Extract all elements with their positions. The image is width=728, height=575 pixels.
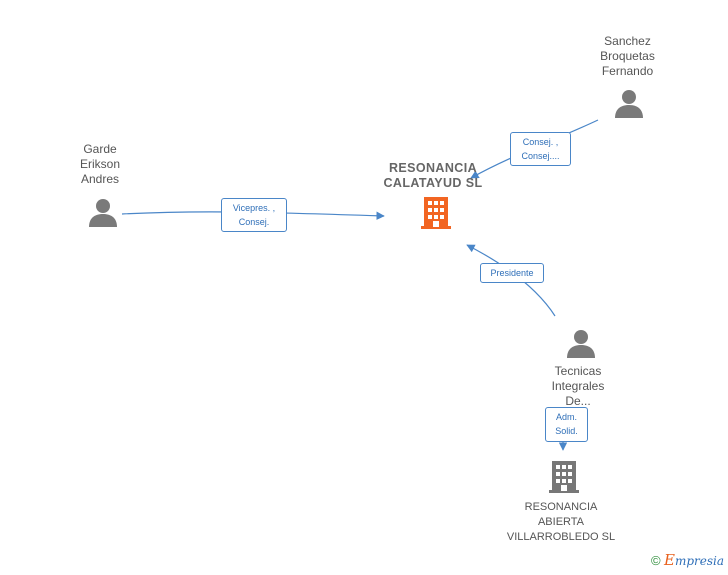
- sub-company-name-line: RESONANCIA: [524, 501, 598, 513]
- empresia-logo: © Empresia: [651, 551, 724, 569]
- edge-label-tecnicas-to-main[interactable]: Presidente: [480, 263, 544, 283]
- main-company-name-line: CALATAYUD SL: [383, 176, 483, 190]
- person-garde-name[interactable]: Garde Erikson Andres: [60, 142, 140, 187]
- edge-label-line: Vicepres. ,: [232, 203, 276, 213]
- person-name-line: Fernando: [601, 64, 654, 78]
- sub-company-name-line: VILLARROBLEDO SL: [506, 531, 616, 543]
- person-name-line: Garde: [83, 142, 117, 156]
- person-icon[interactable]: [614, 89, 644, 119]
- edge-label-garde-to-main[interactable]: Vicepres. , Consej.: [221, 198, 287, 232]
- edge-label-line: Consej. ,: [522, 137, 559, 147]
- person-name-line: Sanchez: [604, 34, 651, 48]
- copyright-symbol: ©: [651, 553, 661, 568]
- person-name-line: Andres: [80, 172, 120, 186]
- person-name-line: Tecnicas: [554, 364, 602, 378]
- building-icon[interactable]: [420, 196, 452, 231]
- edge-label-sanchez-to-main[interactable]: Consej. , Consej....: [510, 132, 571, 166]
- edge-label-line: Solid.: [555, 426, 578, 436]
- person-icon[interactable]: [566, 329, 596, 359]
- building-icon[interactable]: [548, 460, 580, 495]
- person-sanchez-name[interactable]: Sanchez Broquetas Fernando: [585, 34, 670, 79]
- sub-company-name-line: ABIERTA: [537, 516, 585, 528]
- person-name-line: Broquetas: [600, 49, 655, 63]
- brand-initial: E: [663, 551, 675, 569]
- edge-label-line: Consej....: [521, 151, 560, 161]
- edge-label-line: Adm.: [555, 412, 577, 422]
- edge-label-line: Presidente: [490, 268, 534, 278]
- main-company-name[interactable]: RESONANCIA CALATAYUD SL: [373, 161, 493, 191]
- person-name-line: De...: [565, 394, 591, 408]
- edge-label-tecnicas-to-sub[interactable]: Adm. Solid.: [545, 407, 588, 442]
- edge-label-line: Consej.: [238, 217, 270, 227]
- person-name-line: Integrales: [551, 379, 605, 393]
- person-tecnicas-name[interactable]: Tecnicas Integrales De...: [538, 364, 618, 409]
- person-name-line: Erikson: [79, 157, 120, 171]
- main-company-name-line: RESONANCIA: [388, 161, 478, 175]
- person-icon[interactable]: [88, 198, 118, 228]
- sub-company-name[interactable]: RESONANCIA ABIERTA VILLARROBLEDO SL: [495, 500, 627, 545]
- brand-rest: mpresia: [674, 554, 724, 568]
